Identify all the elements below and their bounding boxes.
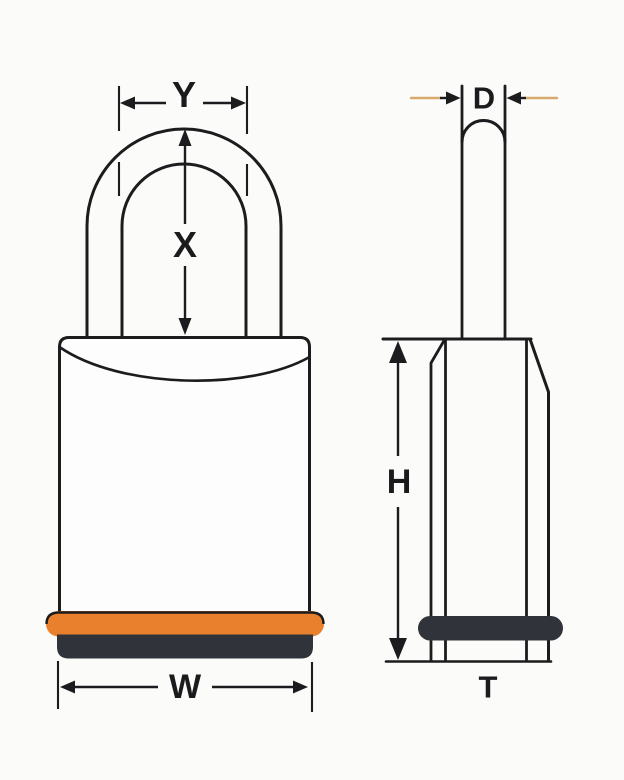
dim-label-y: Y — [171, 74, 197, 115]
dim-label-x: X — [172, 224, 198, 265]
front-body — [58, 336, 311, 621]
w-arrowhead-right — [293, 680, 308, 694]
x-arrowhead-down — [178, 318, 192, 335]
front-shackle-outer — [85, 127, 283, 340]
d-arrowhead-left — [446, 91, 461, 105]
side-view — [381, 84, 563, 663]
y-arrowhead-left — [120, 96, 135, 110]
dim-label-t: T — [478, 669, 498, 705]
side-bumper-dark — [418, 616, 563, 641]
front-bumper-orange-edge — [45, 611, 325, 625]
h-arrowhead-down — [389, 638, 407, 660]
front-view — [45, 86, 325, 712]
dim-label-d: D — [472, 80, 496, 116]
d-arrowhead-right — [506, 91, 521, 105]
dimension-y — [117, 86, 249, 196]
front-bumper-orange — [46, 611, 324, 637]
dim-label-w: W — [168, 668, 202, 706]
x-arrowhead-up — [178, 129, 192, 146]
side-shackle-top-cap — [460, 119, 507, 144]
dim-label-h: H — [386, 463, 412, 501]
dimension-h — [389, 341, 407, 660]
y-arrowhead-right — [231, 96, 246, 110]
dimension-x — [178, 129, 192, 335]
front-body-curve — [58, 345, 311, 382]
side-body-right-chamfer-edge — [528, 337, 550, 663]
dimension-w — [56, 661, 314, 712]
h-arrowhead-up — [389, 341, 407, 363]
w-arrowhead-left — [60, 680, 75, 694]
side-body-left-chamfer-edge — [429, 337, 447, 663]
front-bumper-dark — [57, 634, 313, 659]
dimension-d — [409, 91, 559, 105]
